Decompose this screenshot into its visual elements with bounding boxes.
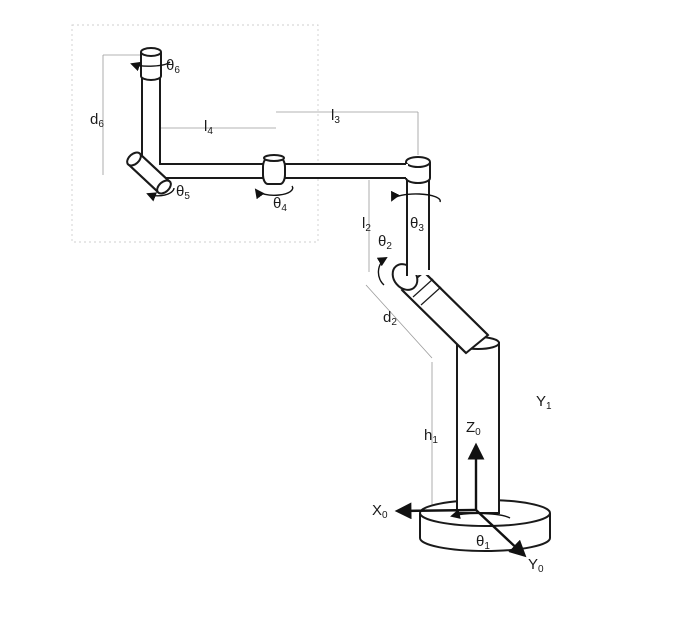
joint-3 [405, 156, 431, 184]
label-theta5: θ5 [176, 183, 190, 202]
joint-5 [126, 151, 172, 195]
dimension-lines [102, 54, 433, 505]
workspace-outline [71, 24, 319, 243]
label-theta1: θ1 [476, 533, 490, 552]
rotation-arrows [130, 61, 511, 519]
axes [394, 442, 527, 558]
label-theta4: θ4 [273, 195, 287, 214]
label-theta6: θ6 [166, 57, 180, 76]
link-l2 [406, 175, 430, 276]
joint-6 [140, 47, 162, 81]
joint-4 [262, 154, 286, 185]
label-theta3: θ3 [410, 215, 424, 234]
label-d6: d6 [90, 111, 104, 130]
label-theta2: θ2 [378, 233, 392, 252]
label-l2: l2 [362, 215, 371, 234]
label-h1: h1 [424, 427, 438, 446]
label-y1: Y1 [536, 393, 552, 412]
label-l4: l4 [204, 118, 213, 137]
label-z0: Z0 [466, 419, 481, 438]
label-y0: Y0 [528, 556, 544, 575]
label-l3: l3 [331, 107, 340, 126]
base-column [456, 336, 500, 514]
label-d2: d2 [383, 309, 397, 328]
labels: θ6 d6 l4 l3 θ5 θ4 θ3 l2 θ2 d2 Y1 h1 Z0 X… [90, 57, 552, 575]
label-x0: X0 [372, 502, 388, 521]
